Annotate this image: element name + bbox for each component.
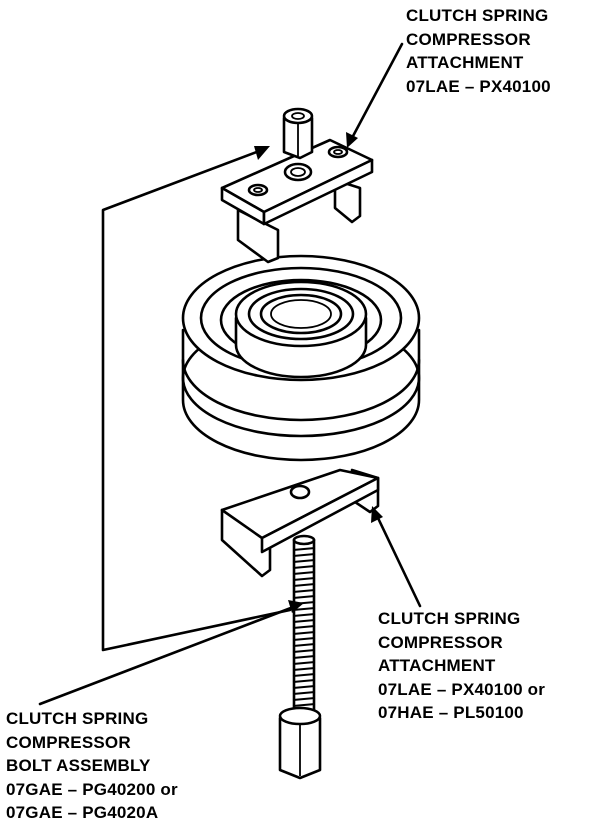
label-bottom-attachment: CLUTCH SPRING COMPRESSOR ATTACHMENT 07LA… [378,607,545,725]
label-bolt-line-3: BOLT ASSEMBLY [6,756,151,775]
leader-top-attachment [350,42,404,140]
bolt-thread [292,589,316,593]
bolt-thread [292,553,316,557]
assembly-bracket-line [101,148,292,652]
label-bolt-line-2: COMPRESSOR [6,732,131,752]
top-attachment-plate [220,107,374,264]
bolt-thread [292,583,316,587]
bracket-arrowhead-top [254,146,270,160]
bolt-thread [292,643,316,647]
arrowhead-top-attachment [346,132,358,148]
label-bolt-line-5: 07GAE – PG4020A [6,803,159,822]
label-top-line-3: ATTACHMENT [406,53,524,72]
bolt-thread [292,649,316,653]
arrowhead-bolt-assembly [288,600,304,613]
label-bolt-line-4: 07GAE – PG40200 or [6,779,178,799]
bolt-thread [292,637,316,641]
label-top-attachment: CLUTCH SPRING COMPRESSOR ATTACHMENT 07LA… [406,4,551,98]
bolt-thread [292,571,316,575]
bolt-thread [292,565,316,569]
label-mid-line-1: CLUTCH SPRING [378,609,521,628]
label-mid-line-2: COMPRESSOR [378,632,503,652]
bottom-attachment-bracket [220,468,380,578]
label-top-line-1: CLUTCH SPRING [406,6,549,25]
bolt-thread [292,655,316,659]
bolt-thread [292,577,316,581]
bolt-thread [292,673,316,677]
bolt-thread [292,679,316,683]
leader-bottom-attachment [376,516,422,608]
label-top-line-2: COMPRESSOR [406,29,531,49]
bolt-thread [292,631,316,635]
compressor-bolt [278,534,322,780]
bolt-thread [292,661,316,665]
label-mid-line-3: ATTACHMENT [378,656,496,675]
bolt-thread [292,559,316,563]
bolt-thread [292,547,316,551]
bolt-thread [292,691,316,695]
bolt-thread [292,607,316,611]
clutch-pulley [181,254,421,462]
bolt-thread [292,703,316,707]
label-mid-line-4: 07LAE – PX40100 or [378,679,546,699]
label-bolt-line-1: CLUTCH SPRING [6,709,149,728]
bolt-thread [292,625,316,629]
leader-bolt-assembly [38,604,298,706]
label-bolt-assembly: CLUTCH SPRING COMPRESSOR BOLT ASSEMBLY 0… [6,707,178,825]
bolt-thread [292,613,316,617]
label-top-line-4: 07LAE – PX40100 [406,76,551,96]
arrowhead-bottom-attachment [371,506,383,523]
label-mid-line-5: 07HAE – PL50100 [378,703,524,722]
bolt-thread [292,619,316,623]
bolt-thread [292,685,316,689]
bolt-thread [292,595,316,599]
bolt-thread [292,667,316,671]
bolt-thread [292,697,316,701]
